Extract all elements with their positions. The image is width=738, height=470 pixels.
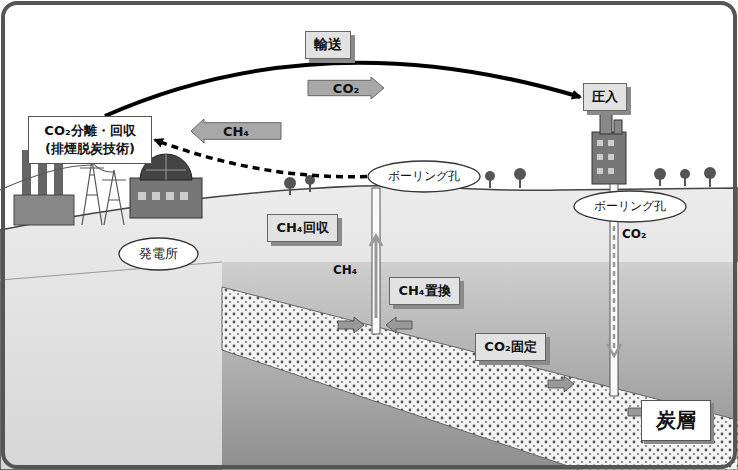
injection-box: 圧入: [583, 83, 627, 111]
underground: [222, 262, 738, 470]
outline: [119, 238, 198, 270]
outline: [574, 191, 686, 222]
capture-box: CO₂分離・回収 (排煙脱炭技術): [28, 116, 152, 164]
borehole-ellipse: ボーリング孔: [573, 190, 687, 223]
gas-label: CH₄: [331, 263, 359, 277]
outline: [308, 77, 384, 99]
node-text: CO₂: [333, 81, 359, 96]
power-plant-ellipse: 発電所: [118, 237, 199, 271]
outline: [191, 119, 281, 143]
node-text: CH₄: [223, 124, 249, 139]
outline: [368, 161, 480, 192]
node-text: 炭層: [656, 407, 696, 434]
co2-down-arrow-head: [607, 344, 621, 356]
co2-down-arrow: [613, 226, 616, 352]
process-box: CH₄回収: [267, 214, 338, 242]
dashed-flow-arrow: [155, 140, 367, 177]
gas-label: CO₂: [620, 227, 648, 241]
injection-facility: [592, 112, 626, 184]
transport-arrow: [105, 63, 580, 116]
coal-seam-box: 炭層: [641, 400, 711, 441]
process-box: CO₂固定: [475, 333, 546, 361]
co2-arrow: CO₂: [307, 76, 385, 100]
ch4-up-arrow: [370, 236, 382, 318]
seam-arrows: [338, 317, 654, 420]
node-text: 発電所: [139, 245, 178, 263]
node-text: 輸送: [314, 36, 342, 54]
node-text: ボーリング孔: [388, 168, 460, 185]
node-text: CH₄置換: [398, 282, 450, 300]
node-text: 圧入: [592, 88, 618, 106]
process-box: CH₄置換: [389, 277, 460, 305]
transport-box: 輸送: [305, 31, 351, 59]
ch4-arrow: CH₄: [190, 118, 282, 144]
borehole-ellipse: ボーリング孔: [367, 160, 481, 193]
node-text: ボーリング孔: [594, 198, 666, 215]
trees: [284, 167, 716, 195]
coal-seam: [222, 287, 738, 470]
node-text: CH₄回収: [276, 219, 328, 237]
ground-surface: [0, 186, 738, 470]
node-text: CO₂固定: [484, 338, 536, 356]
node-text: CO₂分離・回収 (排煙脱炭技術): [35, 122, 145, 158]
